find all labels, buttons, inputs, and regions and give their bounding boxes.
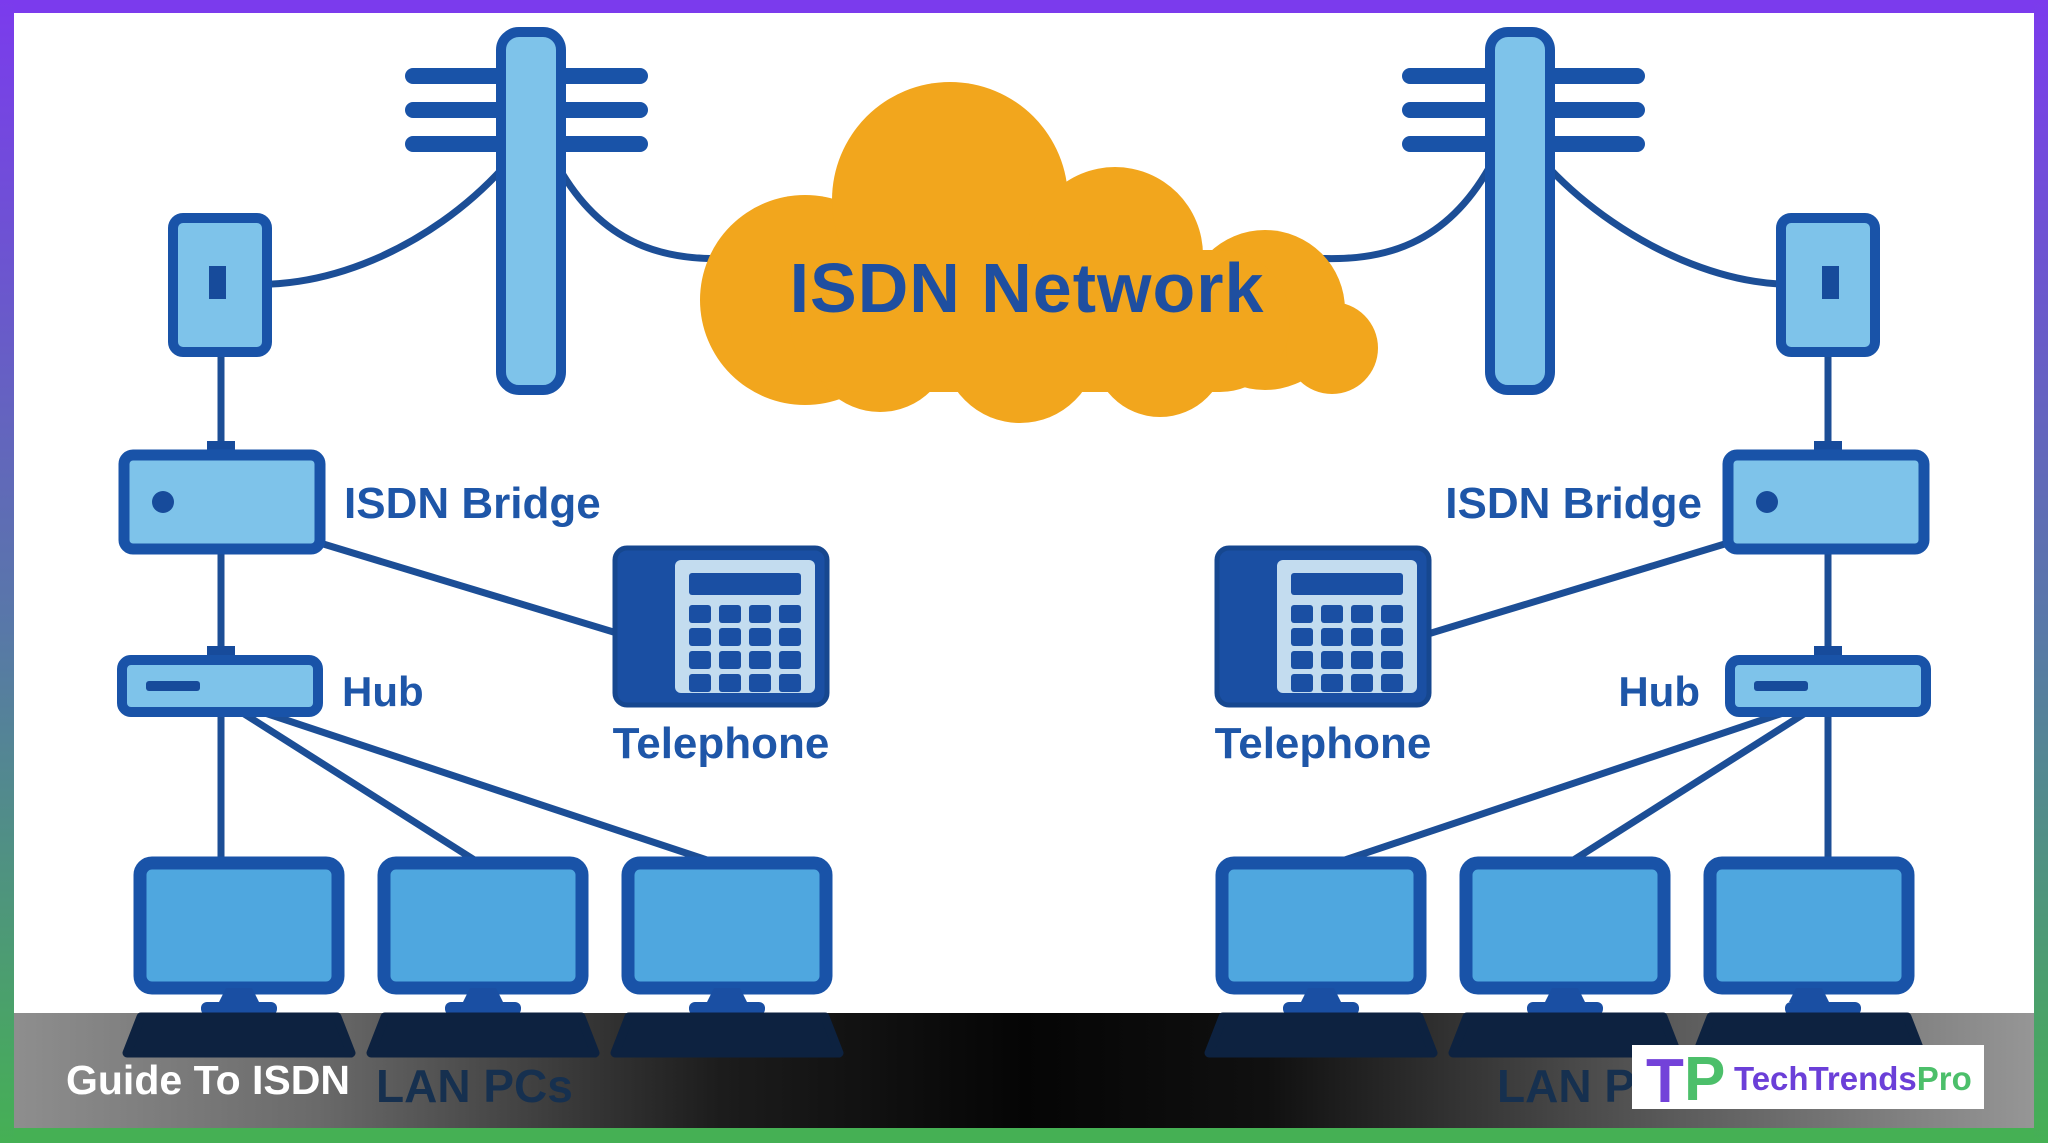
pc-stand-neck-4 (1301, 988, 1341, 1002)
pc-stand-base-4 (1283, 1002, 1359, 1015)
hub-slot-left (146, 681, 200, 691)
phone-keypad-left (689, 605, 801, 692)
logo-monogram-t-icon: T (1646, 1047, 1684, 1116)
pc-stand-base-5 (1527, 1002, 1603, 1015)
pc-keyboard-4 (1204, 1012, 1438, 1058)
wire-cloud-to-right-pole (1299, 166, 1493, 263)
border-left (0, 0, 14, 1143)
nt1-terminal-right (1776, 213, 1880, 357)
pc-keyboard-2 (366, 1012, 600, 1058)
phone-display-right (1291, 573, 1403, 595)
techtrendspro-logo: P T TechTrendsPro (1632, 1045, 1984, 1116)
cable-left-hub-pc3 (254, 706, 733, 872)
pc-keyboards (122, 1012, 1926, 1058)
bridge-led-left (152, 491, 174, 513)
hub-slot-right (1754, 681, 1808, 691)
pc-keyboard-3 (610, 1012, 844, 1058)
pc-monitor-1 (133, 856, 345, 1015)
cable-left-hub-pc2 (236, 707, 489, 871)
bridge-led-right (1756, 491, 1778, 513)
pc-stand-neck-6 (1789, 988, 1829, 1002)
logo-wordmark-name: TechTrends (1734, 1060, 1917, 1097)
pc-monitor-2 (377, 856, 589, 1015)
logo-monogram-p-icon: P (1684, 1045, 1725, 1114)
pc-stand-neck-3 (707, 988, 747, 1002)
telephone-label-left: Telephone (613, 719, 830, 768)
cable-right-hub-pc4 (1319, 706, 1794, 872)
hub-right (1725, 646, 1931, 717)
footer-caption: Guide To ISDN (66, 1057, 350, 1103)
pole-crossarms-left (405, 68, 648, 152)
pc-monitor-3 (621, 856, 833, 1015)
pc-stand-base-1 (201, 1002, 277, 1015)
border-right (2034, 0, 2048, 1143)
pc-monitor-4 (1215, 856, 1427, 1015)
pole-trunk-right (1485, 27, 1555, 395)
pc-stand-base-6 (1785, 1002, 1861, 1015)
telephone-label-right: Telephone (1215, 719, 1432, 768)
border-bottom (0, 1128, 2048, 1143)
nt1-terminal-left (168, 213, 272, 357)
hub-label-left: Hub (342, 668, 424, 715)
lan-pc-monitors (133, 856, 1915, 1015)
pole-trunk-left (496, 27, 566, 395)
logo-wordmark-suffix: Pro (1917, 1060, 1972, 1097)
cable-right-hub-pc5 (1559, 707, 1812, 871)
isdn-bridge-right (1722, 441, 1930, 555)
logo-card (1632, 1045, 1984, 1109)
hub-label-right: Hub (1618, 668, 1700, 715)
bridge-label-left: ISDN Bridge (344, 479, 601, 528)
pc-stand-neck-1 (219, 988, 259, 1002)
nt1-port-left (209, 266, 226, 299)
lan-cables (217, 350, 1832, 872)
border-top (0, 0, 2048, 13)
utility-pole-right (1402, 27, 1645, 395)
pc-stand-base-3 (689, 1002, 765, 1015)
nt1-port-right (1822, 266, 1839, 299)
isdn-network-cloud (700, 82, 1378, 423)
lan-pcs-label-left: LAN PCs (376, 1060, 573, 1112)
bridge-label-right: ISDN Bridge (1445, 479, 1702, 528)
pc-keyboard-1 (122, 1012, 356, 1058)
telephone-left (612, 545, 830, 708)
hub-left (117, 646, 323, 717)
pc-stand-neck-2 (463, 988, 503, 1002)
cloud-label: ISDN Network (790, 249, 1265, 327)
pc-monitor-6 (1703, 856, 1915, 1015)
phone-keypad-right (1291, 605, 1403, 692)
isdn-bridge-left (118, 441, 326, 555)
cable-right-bridge-phone (1426, 539, 1730, 638)
pc-stand-neck-5 (1545, 988, 1585, 1002)
pc-monitor-5 (1459, 856, 1671, 1015)
pc-stand-base-2 (445, 1002, 521, 1015)
cable-left-bridge-phone (318, 539, 622, 638)
phone-display-left (689, 573, 801, 595)
utility-pole-left (405, 27, 648, 395)
telephone-right (1214, 545, 1432, 708)
logo-wordmark: TechTrendsPro (1734, 1060, 1972, 1097)
